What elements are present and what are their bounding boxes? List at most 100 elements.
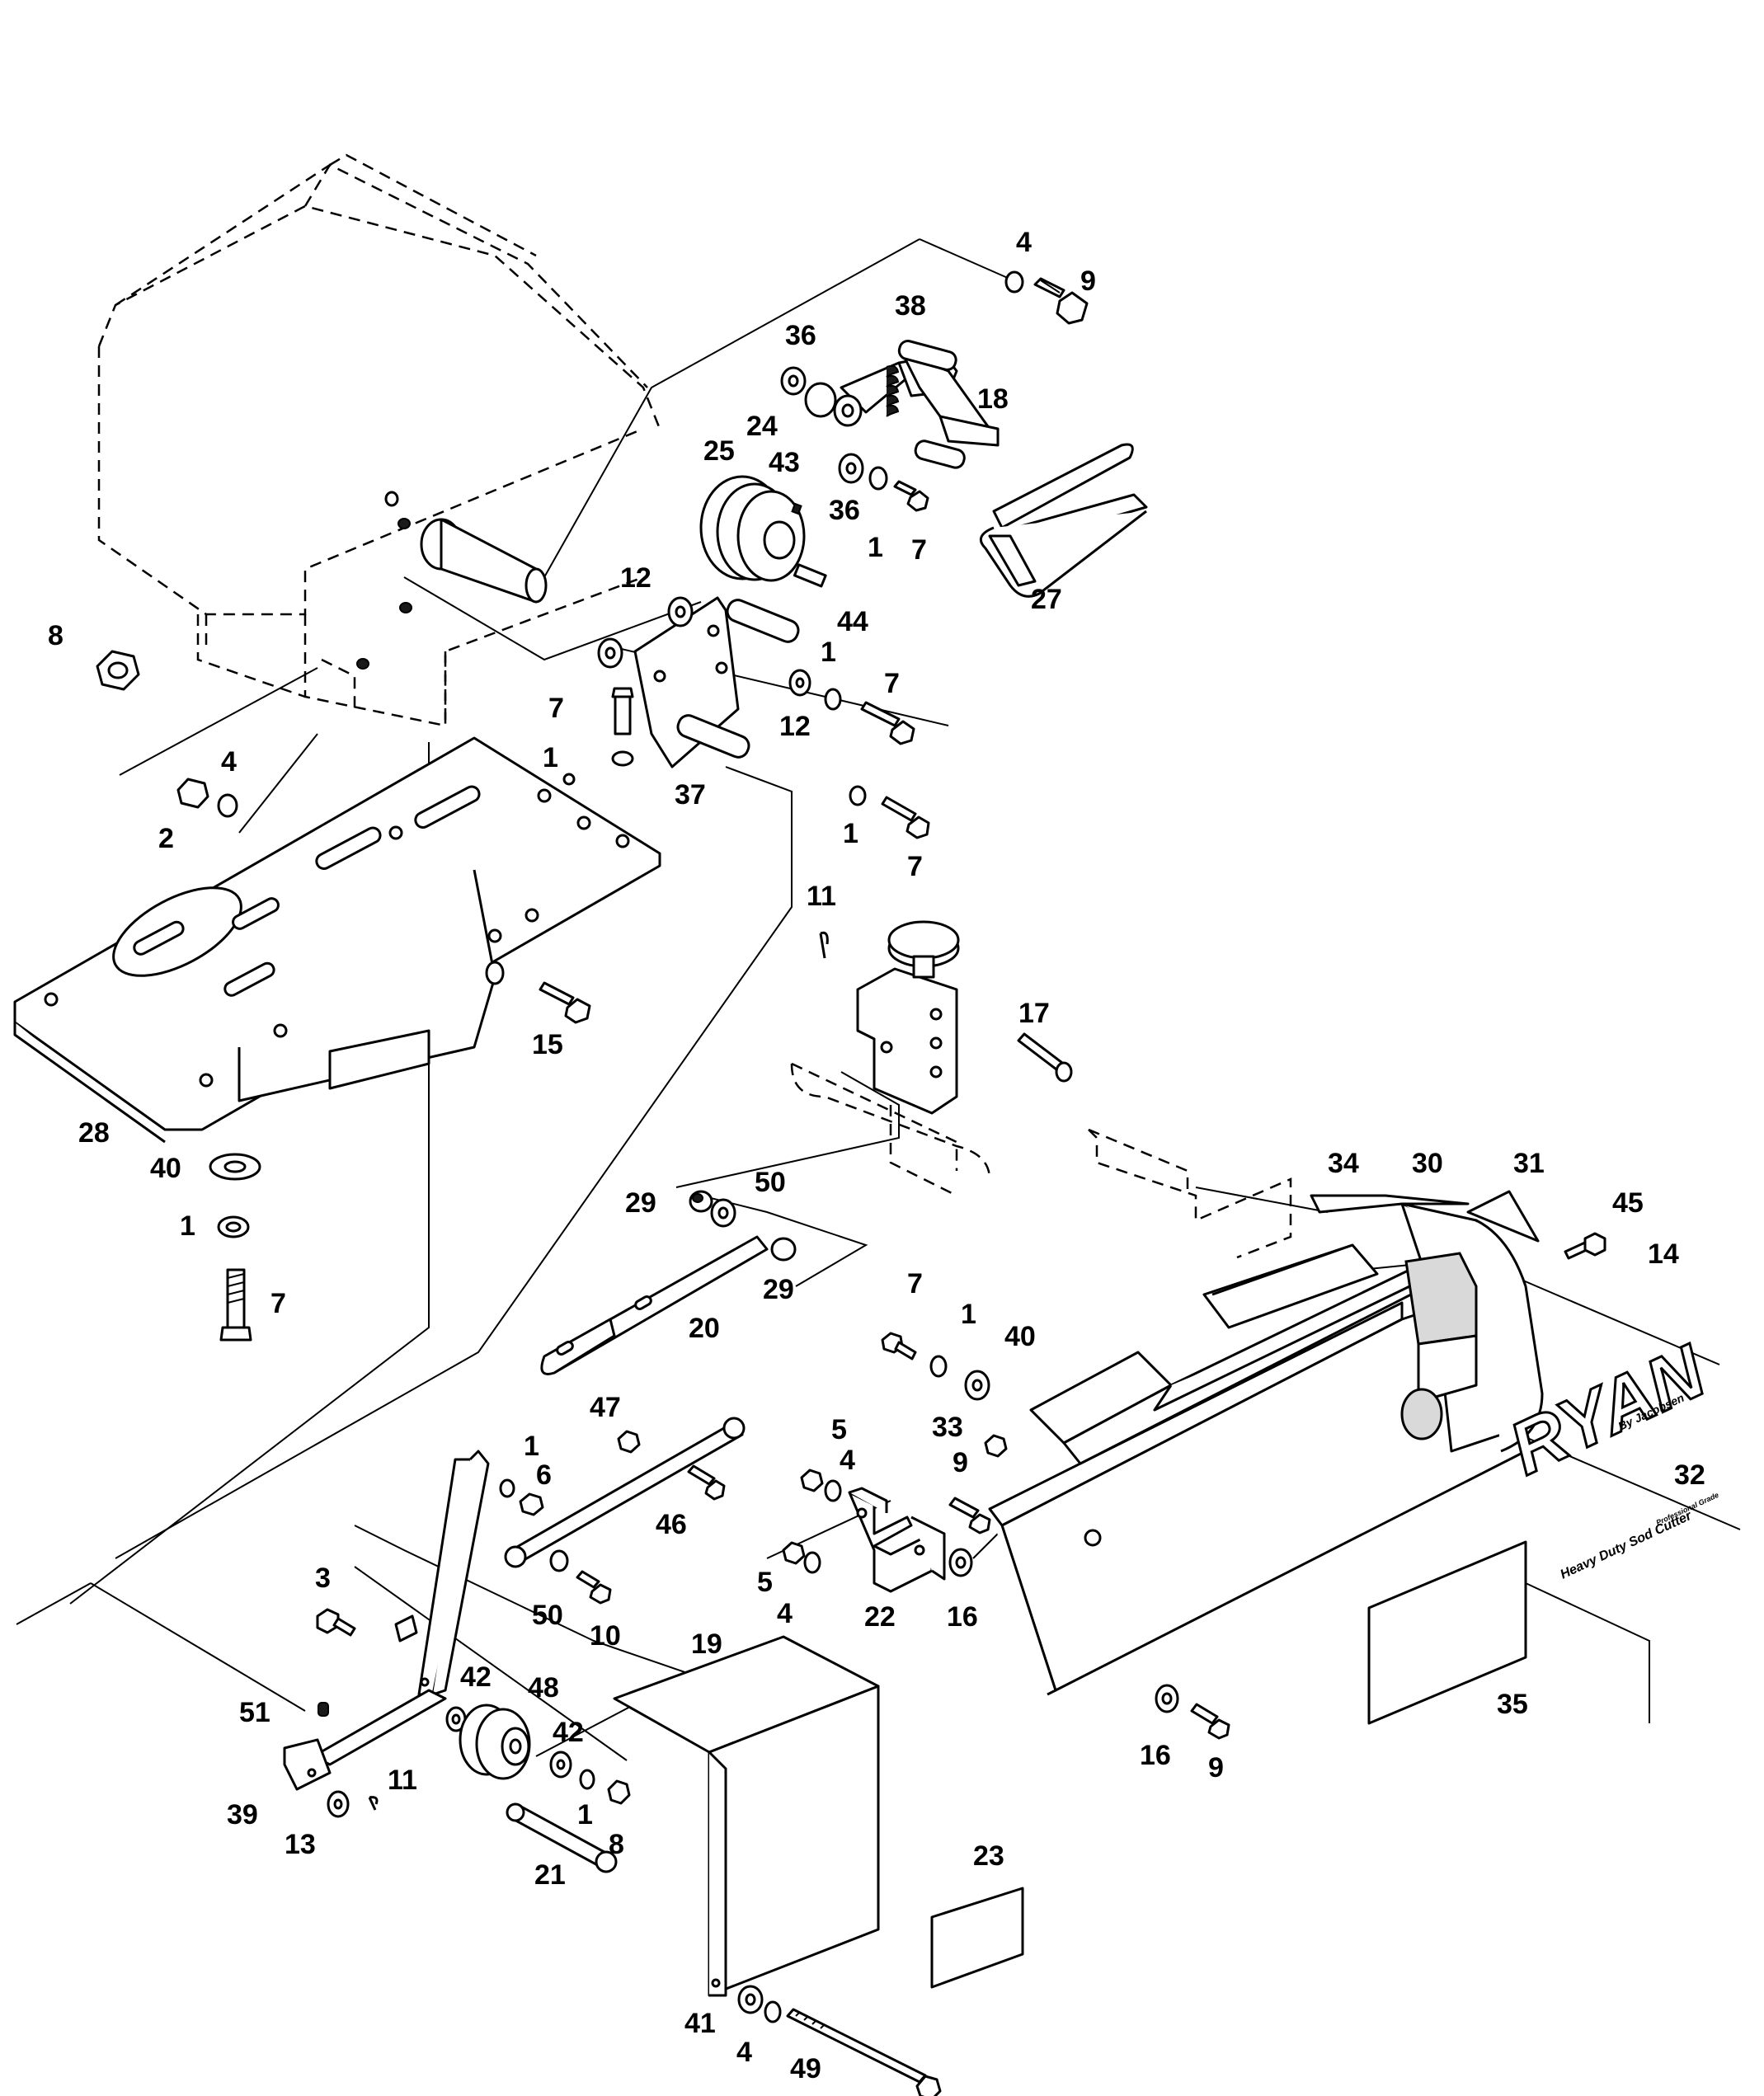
callout-44: 44 <box>837 606 868 637</box>
callout-7: 7 <box>907 1268 923 1299</box>
callouts: 4 9 38 36 18 24 25 43 36 1 7 27 12 44 1 … <box>48 227 1705 2084</box>
washer-16-strap <box>948 1548 973 1577</box>
lock-washer-1-mid <box>868 466 888 491</box>
link-20 <box>540 1235 769 1375</box>
callout-42: 42 <box>553 1717 584 1748</box>
callout-7: 7 <box>911 534 927 566</box>
callout-12: 12 <box>620 562 652 594</box>
callout-11: 11 <box>388 1765 417 1796</box>
callout-29: 29 <box>625 1187 656 1219</box>
callout-48: 48 <box>528 1672 559 1704</box>
ghost-bracket <box>1088 1128 1292 1259</box>
callout-4: 4 <box>840 1445 855 1476</box>
callout-13: 13 <box>285 1829 316 1860</box>
belt-guard-30 <box>988 1194 1544 1696</box>
callout-8: 8 <box>48 620 64 651</box>
callout-15: 15 <box>532 1029 563 1060</box>
callout-36: 36 <box>785 320 816 351</box>
callout-49: 49 <box>790 2053 821 2084</box>
nut-5-b <box>782 1541 806 1565</box>
decal-35 <box>1367 1540 1527 1725</box>
bolt-7-left <box>219 1268 252 1342</box>
depth-adjust-bracket <box>790 920 991 1197</box>
callout-31: 31 <box>1513 1148 1545 1179</box>
callout-7: 7 <box>270 1288 286 1319</box>
callout-30: 30 <box>1412 1148 1443 1179</box>
callout-47: 47 <box>590 1392 621 1423</box>
callout-4: 4 <box>736 2037 752 2068</box>
callout-25: 25 <box>703 435 735 467</box>
callout-1: 1 <box>961 1299 976 1330</box>
bolt-9-top <box>1033 277 1089 325</box>
callout-4: 4 <box>1016 227 1032 258</box>
callout-18: 18 <box>977 383 1009 415</box>
callout-50: 50 <box>532 1600 563 1631</box>
bolt-7-bracket <box>860 701 915 745</box>
washer-16-guard <box>1155 1684 1179 1713</box>
callout-4: 4 <box>221 746 237 778</box>
bolt-7-vertical <box>611 687 634 767</box>
lock-washer-1-left <box>217 1215 250 1238</box>
callout-46: 46 <box>656 1509 687 1540</box>
callout-21: 21 <box>534 1859 566 1891</box>
link-rod-46 <box>504 1417 746 1568</box>
decal-23 <box>930 1887 1024 1989</box>
callout-28: 28 <box>78 1117 110 1149</box>
bolt-10 <box>576 1570 612 1605</box>
key-43 <box>793 563 827 588</box>
nut-33 <box>984 1434 1008 1458</box>
washer-36-mid <box>838 453 864 484</box>
callout-7: 7 <box>907 851 923 882</box>
drive-belt-27 <box>979 443 1148 598</box>
bushing-29-b <box>770 1237 797 1262</box>
callout-36: 36 <box>829 495 860 526</box>
lock-washer-1-lever <box>499 1478 515 1498</box>
callout-40: 40 <box>150 1153 181 1184</box>
nut-8-bottom <box>607 1779 631 1805</box>
callout-6: 6 <box>536 1459 552 1491</box>
lock-washer-4-top <box>1004 270 1024 294</box>
callout-24: 24 <box>746 411 778 442</box>
callout-4: 4 <box>777 1598 793 1629</box>
lever-39 <box>283 1450 490 1791</box>
callout-7: 7 <box>884 668 900 699</box>
callout-34: 34 <box>1328 1148 1359 1179</box>
callout-9: 9 <box>953 1447 968 1478</box>
decal-32-product: Heavy Duty Sod Cutter Professional Grade <box>1559 1491 1720 1582</box>
callout-1: 1 <box>868 532 883 563</box>
pulley-25 <box>699 475 806 582</box>
bolt-7-lower-right <box>881 796 930 839</box>
nut-2 <box>176 778 209 809</box>
pin-17 <box>1017 1032 1073 1083</box>
callout-33: 33 <box>932 1412 963 1443</box>
crankshaft-stub <box>356 491 548 670</box>
washer-50-a <box>710 1198 736 1228</box>
callout-1: 1 <box>577 1799 593 1830</box>
engine-plate-28 <box>13 736 661 1144</box>
callout-3: 3 <box>315 1563 331 1594</box>
callout-29: 29 <box>763 1274 794 1305</box>
washer-36-top <box>780 366 807 396</box>
washer-42-a <box>445 1706 467 1732</box>
callout-2: 2 <box>158 823 174 854</box>
bolt-7-idler <box>893 480 929 512</box>
callout-9: 9 <box>1080 266 1096 297</box>
callout-1: 1 <box>843 818 858 849</box>
washer-42-b <box>549 1751 572 1779</box>
lock-washer-4-strap-b <box>803 1551 821 1574</box>
engine-outline <box>97 153 661 727</box>
bolt-46 <box>687 1464 726 1501</box>
idler-bracket-44 <box>633 596 800 768</box>
idler-arm-38 <box>840 340 1000 469</box>
pulley-48 <box>459 1704 531 1780</box>
grease-fitting-51 <box>318 1702 329 1717</box>
bolt-15 <box>539 981 591 1024</box>
callout-20: 20 <box>689 1313 720 1344</box>
lock-washer-1-c <box>849 785 867 806</box>
callout-9: 9 <box>1208 1752 1224 1783</box>
callout-32: 32 <box>1674 1459 1705 1491</box>
bolt-9-strap <box>948 1497 991 1534</box>
callout-5: 5 <box>757 1567 773 1598</box>
spacer-24 <box>804 382 863 427</box>
